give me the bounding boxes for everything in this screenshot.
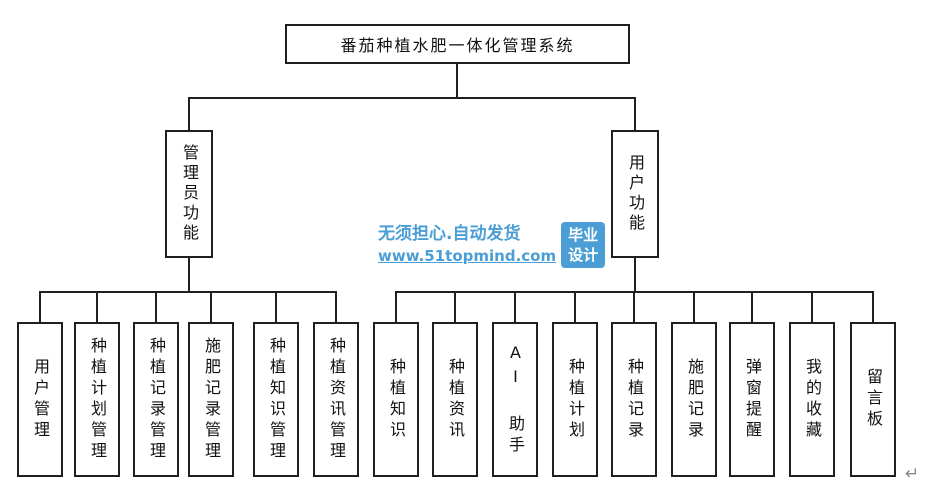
watermark-slogan: 无须担心.自动发货	[378, 224, 521, 244]
leaf-label: 施肥记录管理	[202, 336, 221, 463]
connector-leaf-drop	[574, 291, 576, 322]
connector-leaf-drop	[335, 291, 337, 322]
watermark-text: 无须担心.自动发货 www.51topmind.com	[378, 222, 556, 268]
leaf-node-planting-record: 种植记录	[611, 322, 657, 477]
leaf-label: 种植计划管理	[88, 336, 107, 463]
connector-user-drop	[634, 97, 636, 130]
branch-node-user: 用户功能	[611, 130, 659, 258]
watermark: 无须担心.自动发货 www.51topmind.com 毕业 设计	[378, 222, 606, 268]
connector-leaf-drop	[454, 291, 456, 322]
connector-leaf-drop	[872, 291, 874, 322]
branch-node-admin: 管理员功能	[165, 130, 213, 258]
leaf-node-my-favorites: 我的收藏	[789, 322, 835, 477]
leaf-label: 种植记录管理	[147, 336, 166, 463]
connector-leaf-drop	[693, 291, 695, 322]
watermark-badge-line1: 毕业	[568, 226, 599, 244]
leaf-label: 用户管理	[31, 357, 50, 442]
connector-leaf-drop	[96, 291, 98, 322]
connector-leaf-drop	[514, 291, 516, 322]
leaf-label: 种植知识	[387, 357, 406, 442]
branch-node-user-label: 用户功能	[626, 154, 645, 234]
connector-leaf-drop	[751, 291, 753, 322]
leaf-label: 种植记录	[625, 357, 644, 442]
leaf-node-fertilizing-record: 施肥记录	[671, 322, 717, 477]
leaf-node-planting-knowledge-management: 种植知识管理	[253, 322, 299, 477]
leaf-label: AI 助手	[506, 342, 525, 457]
connector-leaf-drop	[210, 291, 212, 322]
leaf-label: 弹窗提醒	[743, 357, 762, 442]
leaf-node-planting-news: 种植资讯	[432, 322, 478, 477]
watermark-url: www.51topmind.com	[378, 247, 557, 265]
leaf-node-fertilizing-record-management: 施肥记录管理	[188, 322, 234, 477]
connector-leaf-drop	[811, 291, 813, 322]
connector-leaf-drop	[633, 291, 635, 322]
branch-node-admin-label: 管理员功能	[180, 144, 199, 244]
connector-level1-rail	[188, 97, 636, 99]
paragraph-mark: ↵	[905, 464, 920, 484]
connector-admin-drop	[188, 97, 190, 130]
leaf-label: 施肥记录	[685, 357, 704, 442]
leaf-node-planting-news-management: 种植资讯管理	[313, 322, 359, 477]
connector-leaf-drop	[155, 291, 157, 322]
connector-admin-stem	[188, 257, 190, 293]
leaf-node-user-management: 用户管理	[17, 322, 63, 477]
connector-admin-rail	[39, 291, 337, 293]
connector-leaf-drop	[39, 291, 41, 322]
watermark-badge-line2: 设计	[568, 246, 599, 264]
connector-user-stem	[634, 257, 636, 293]
leaf-label: 种植资讯	[446, 357, 465, 442]
leaf-node-ai-assistant: AI 助手	[492, 322, 538, 477]
leaf-label: 我的收藏	[803, 357, 822, 442]
connector-leaf-drop	[275, 291, 277, 322]
leaf-node-planting-record-management: 种植记录管理	[133, 322, 179, 477]
leaf-node-popup-reminder: 弹窗提醒	[729, 322, 775, 477]
leaf-label: 留言板	[864, 368, 883, 431]
leaf-label: 种植资讯管理	[327, 336, 346, 463]
root-node: 番茄种植水肥一体化管理系统	[285, 24, 630, 64]
leaf-label: 种植知识管理	[267, 336, 286, 463]
watermark-badge: 毕业 设计	[561, 222, 606, 268]
leaf-node-message-board: 留言板	[850, 322, 896, 477]
root-node-label: 番茄种植水肥一体化管理系统	[340, 36, 575, 55]
connector-root-stem	[456, 63, 458, 99]
connector-leaf-drop	[395, 291, 397, 322]
leaf-node-planting-knowledge: 种植知识	[373, 322, 419, 477]
leaf-node-planting-plan: 种植计划	[552, 322, 598, 477]
leaf-label: 种植计划	[566, 357, 585, 442]
leaf-node-planting-plan-management: 种植计划管理	[74, 322, 120, 477]
